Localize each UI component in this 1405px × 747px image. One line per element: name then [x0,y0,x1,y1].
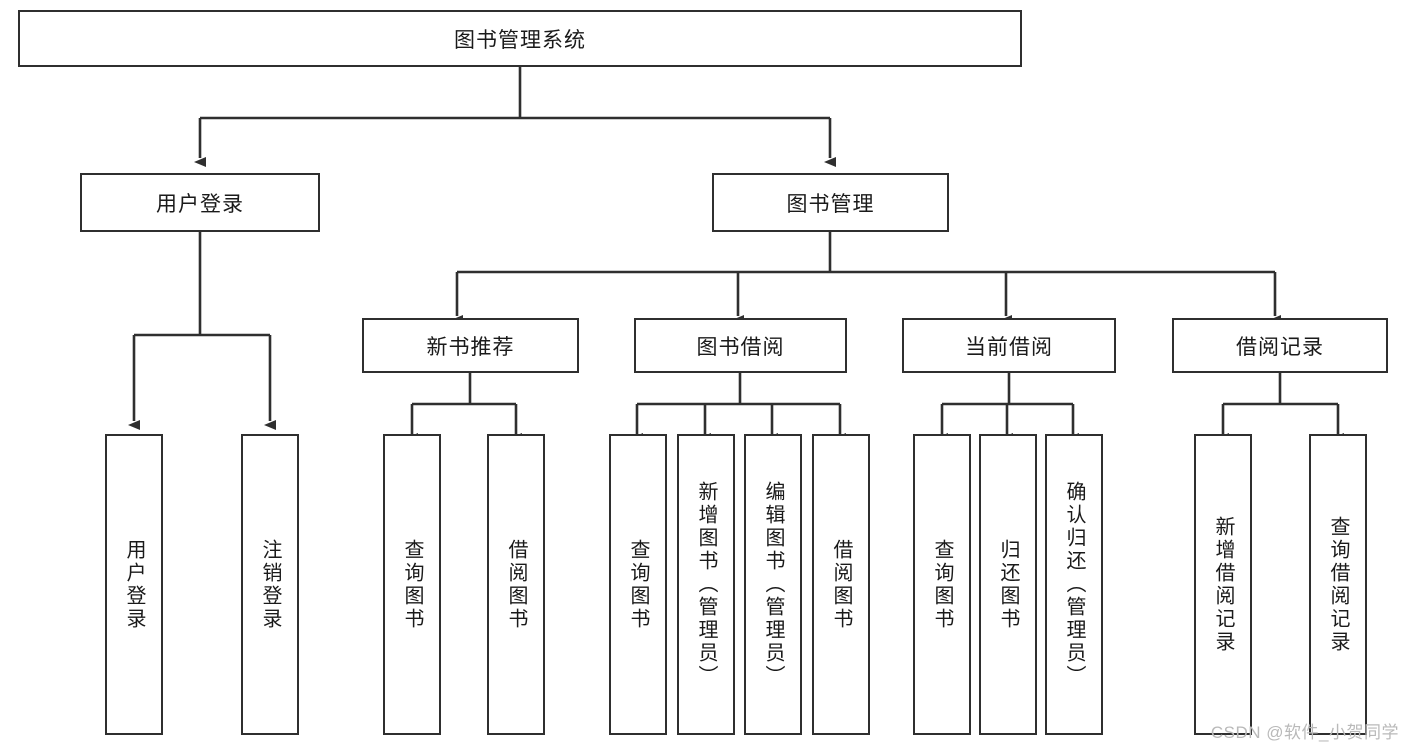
node-label: 确认归还（管理员） [1063,481,1085,688]
leaf-borrow-borrow-book[interactable]: 借阅图书 [812,434,870,735]
leaf-borrow-edit-book-admin[interactable]: 编辑图书（管理员） [744,434,802,735]
node-label: 归还图书 [997,538,1019,631]
node-label: 查询借阅记录 [1327,515,1349,654]
node-book-borrow[interactable]: 图书借阅 [634,318,847,373]
node-label: 用户登录 [123,538,145,631]
leaf-user-login-logout[interactable]: 注销登录 [241,434,299,735]
leaf-new-book-query[interactable]: 查询图书 [383,434,441,735]
node-label: 编辑图书（管理员） [762,481,784,688]
node-label: 图书管理 [786,192,875,216]
leaf-user-login-login[interactable]: 用户登录 [105,434,163,735]
node-label: 借阅记录 [1236,335,1324,359]
leaf-record-add-record[interactable]: 新增借阅记录 [1194,434,1252,735]
node-label: 借阅图书 [505,538,527,631]
node-new-book-recommend[interactable]: 新书推荐 [362,318,579,373]
leaf-new-book-borrow[interactable]: 借阅图书 [487,434,545,735]
node-label: 借阅图书 [830,538,852,631]
node-label: 新增借阅记录 [1212,515,1234,654]
node-label: 新书推荐 [426,335,515,359]
leaf-record-query-record[interactable]: 查询借阅记录 [1309,434,1367,735]
node-borrow-record[interactable]: 借阅记录 [1172,318,1388,373]
node-book-management[interactable]: 图书管理 [712,173,949,232]
leaf-current-return-book[interactable]: 归还图书 [979,434,1037,735]
node-label: 新增图书（管理员） [695,481,717,688]
leaf-borrow-add-book-admin[interactable]: 新增图书（管理员） [677,434,735,735]
node-label: 图书管理系统 [454,28,586,52]
node-root-book-management-system[interactable]: 图书管理系统 [18,10,1022,67]
node-label: 查询图书 [931,538,953,631]
node-label: 当前借阅 [965,335,1053,359]
node-label: 图书借阅 [696,335,785,359]
node-current-borrow[interactable]: 当前借阅 [902,318,1116,373]
node-label: 查询图书 [627,538,649,631]
leaf-current-confirm-return-admin[interactable]: 确认归还（管理员） [1045,434,1103,735]
node-label: 查询图书 [401,538,423,631]
node-label: 用户登录 [156,192,244,216]
node-label: 注销登录 [259,538,281,631]
node-user-login[interactable]: 用户登录 [80,173,320,232]
leaf-borrow-query-book[interactable]: 查询图书 [609,434,667,735]
leaf-current-query-book[interactable]: 查询图书 [913,434,971,735]
